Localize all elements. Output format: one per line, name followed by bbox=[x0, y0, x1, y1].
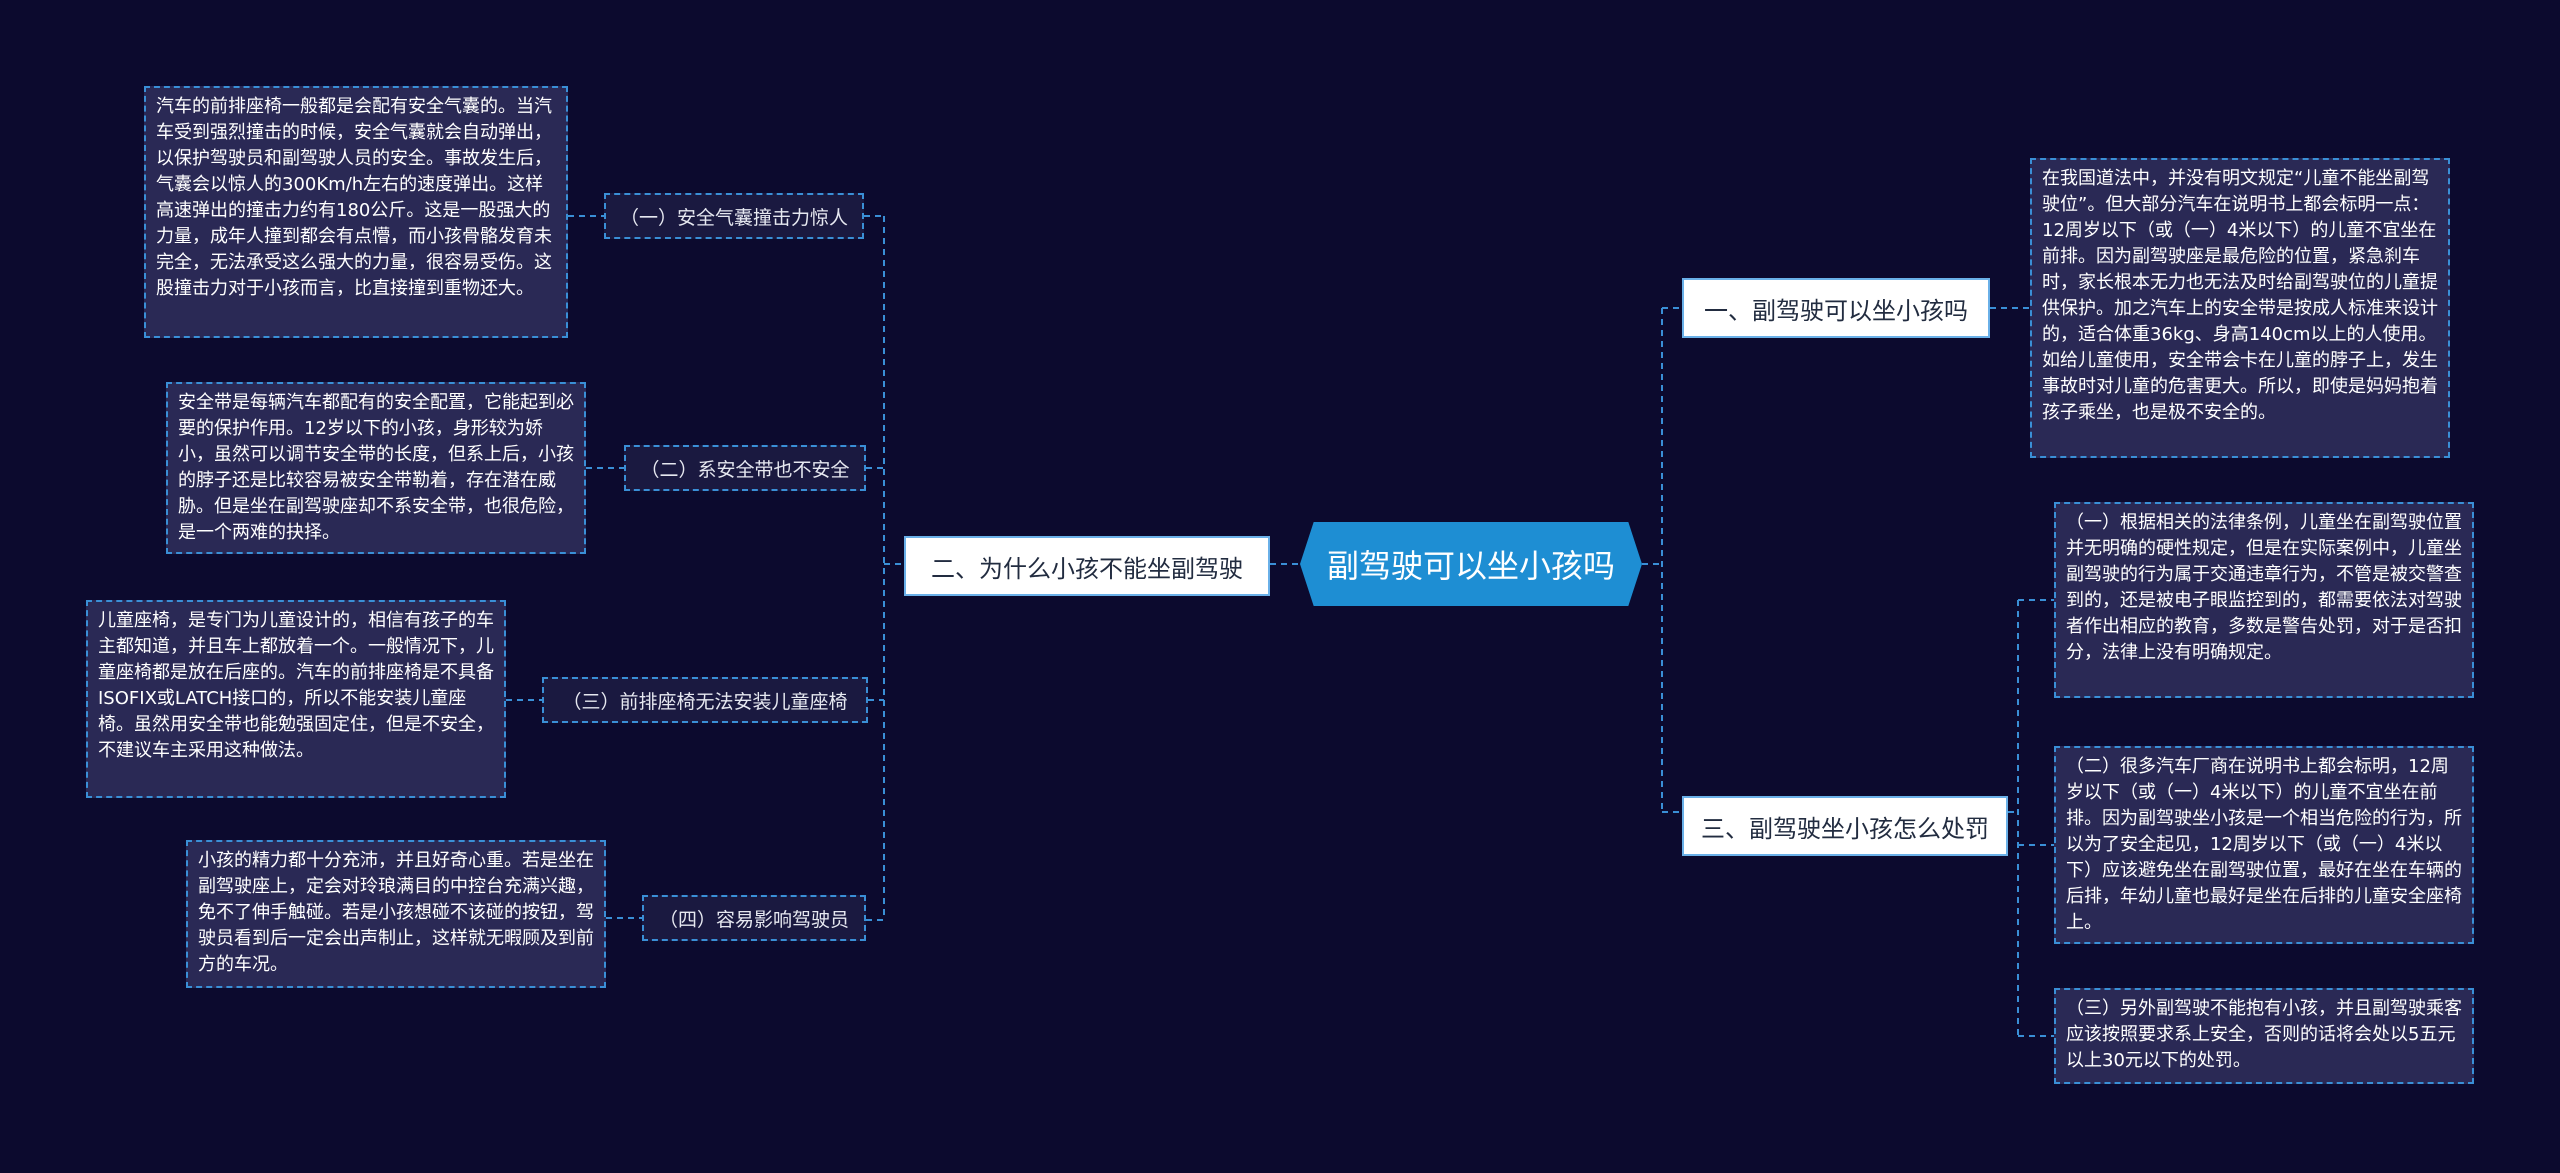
leaf-distract-driver-text: 小孩的精力都十分充沛，并且好奇心重。若是坐在副驾驶座上，定会对玲琅满目的中控台充… bbox=[186, 840, 606, 988]
branch-one-label: 一、副驾驶可以坐小孩吗 bbox=[1704, 296, 1968, 325]
branch-two-node[interactable]: 二、为什么小孩不能坐副驾驶 bbox=[904, 536, 1270, 596]
branch-one-node[interactable]: 一、副驾驶可以坐小孩吗 bbox=[1682, 278, 1990, 338]
leaf-branch-one-text: 在我国道法中，并没有明文规定“儿童不能坐副驾驶位”。但大部分汽车在说明书上都会标… bbox=[2030, 158, 2450, 458]
root-node[interactable]: 副驾驶可以坐小孩吗 bbox=[1300, 522, 1642, 606]
sub-node-airbag[interactable]: （一）安全气囊撞击力惊人 bbox=[604, 193, 864, 239]
leaf-airbag-text: 汽车的前排座椅一般都是会配有安全气囊的。当汽车受到强烈撞击的时候，安全气囊就会自… bbox=[144, 86, 568, 338]
sub-label-seatbelt: （二）系安全带也不安全 bbox=[640, 458, 850, 481]
sub-node-child-seat[interactable]: （三）前排座椅无法安装儿童座椅 bbox=[542, 677, 868, 723]
leaf-penalty-1-text: （一）根据相关的法律条例，儿童坐在副驾驶位置并无明确的硬性规定，但是在实际案例中… bbox=[2054, 502, 2474, 698]
sub-label-child-seat: （三）前排座椅无法安装儿童座椅 bbox=[562, 690, 848, 713]
branch-three-label: 三、副驾驶坐小孩怎么处罚 bbox=[1701, 814, 1989, 843]
leaf-penalty-3-text: （三）另外副驾驶不能抱有小孩，并且副驾驶乘客应该按照要求系上安全，否则的话将会处… bbox=[2054, 988, 2474, 1084]
leaf-seatbelt-text: 安全带是每辆汽车都配有的安全配置，它能起到必要的保护作用。12岁以下的小孩，身形… bbox=[166, 382, 586, 554]
sub-label-distract-driver: （四）容易影响驾驶员 bbox=[658, 908, 849, 931]
leaf-penalty-2-text: （二）很多汽车厂商在说明书上都会标明，12周岁以下（或（一）4米以下）的儿童不宜… bbox=[2054, 746, 2474, 944]
sub-node-seatbelt[interactable]: （二）系安全带也不安全 bbox=[624, 445, 866, 491]
branch-three-node[interactable]: 三、副驾驶坐小孩怎么处罚 bbox=[1682, 796, 2008, 856]
root-label: 副驾驶可以坐小孩吗 bbox=[1326, 547, 1615, 585]
sub-node-distract-driver[interactable]: （四）容易影响驾驶员 bbox=[642, 895, 866, 941]
branch-two-label: 二、为什么小孩不能坐副驾驶 bbox=[931, 554, 1243, 583]
sub-label-airbag: （一）安全气囊撞击力惊人 bbox=[619, 206, 848, 229]
leaf-child-seat-text: 儿童座椅，是专门为儿童设计的，相信有孩子的车主都知道，并且车上都放着一个。一般情… bbox=[86, 600, 506, 798]
